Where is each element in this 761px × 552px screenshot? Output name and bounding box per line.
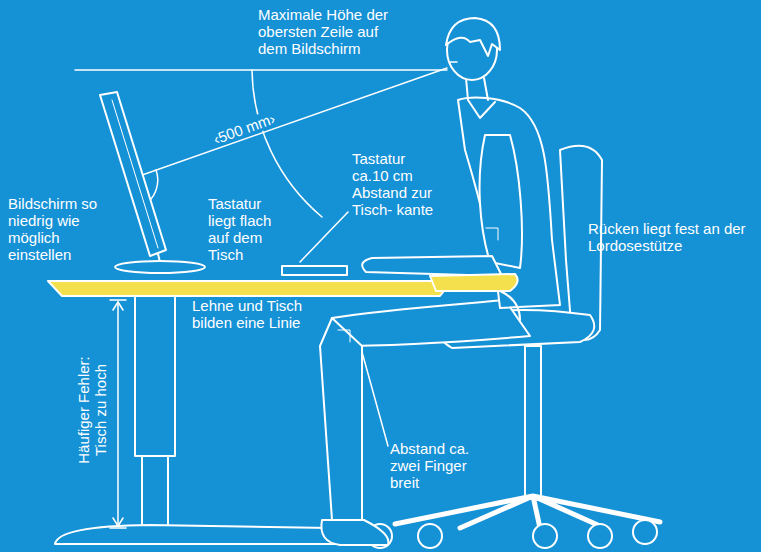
leader-line <box>362 352 388 446</box>
chair-wheel <box>533 524 557 548</box>
annotation-label: Tastatur liegt flach auf dem Tisch <box>208 195 288 263</box>
dimension-arrow <box>113 518 123 526</box>
dimension-arrow <box>113 302 123 310</box>
desk-column <box>142 456 168 526</box>
chair-wheel <box>588 524 612 548</box>
lower-leg <box>320 318 362 520</box>
monitor-edge <box>112 100 158 248</box>
dimension-tick <box>110 527 126 529</box>
armrest-support <box>500 291 520 320</box>
annotation-label: Bildschirm so niedrig wie möglich einste… <box>8 195 100 263</box>
right-angle-mark <box>486 228 498 240</box>
desk-column <box>135 296 175 456</box>
right-angle-mark <box>338 330 350 342</box>
monitor <box>100 92 166 256</box>
eye <box>450 61 457 63</box>
dimension-line <box>117 302 119 526</box>
annotation-label: Tastatur ca.10 cm Abstand zur Tisch- kan… <box>352 150 436 218</box>
chair-wheel <box>418 524 442 548</box>
chair-column <box>525 346 541 496</box>
annotation-label: ‹500 mm› <box>207 108 281 149</box>
upper-arm <box>480 135 522 268</box>
keyboard <box>282 266 347 275</box>
annotation-label: Häufiger Fehler: Tisch zu hoch <box>75 345 109 475</box>
annotation-label: Lehne und Tisch bilden eine Linie <box>192 297 342 331</box>
annotation-label: Maximale Höhe der obersten Zeile auf dem… <box>258 6 403 57</box>
neck <box>484 78 488 100</box>
shoe <box>321 520 388 545</box>
neck <box>466 78 468 100</box>
leader-line <box>300 212 348 262</box>
armrest <box>430 274 518 291</box>
annotation-label: Rücken liegt fest an der Lordosestütze <box>588 220 758 254</box>
monitor-stand <box>115 261 205 273</box>
collar <box>468 100 495 118</box>
desk-foot <box>55 525 356 544</box>
annotation-label: Abstand ca. zwei Finger breit <box>390 440 480 491</box>
dimension-tick <box>110 299 126 301</box>
chair-base <box>395 496 660 528</box>
forearm <box>362 256 502 276</box>
eye-level-line <box>75 69 447 71</box>
angle-arc <box>252 70 322 217</box>
chair-wheel <box>633 520 657 544</box>
desk-top <box>48 281 452 296</box>
hair <box>446 18 500 56</box>
